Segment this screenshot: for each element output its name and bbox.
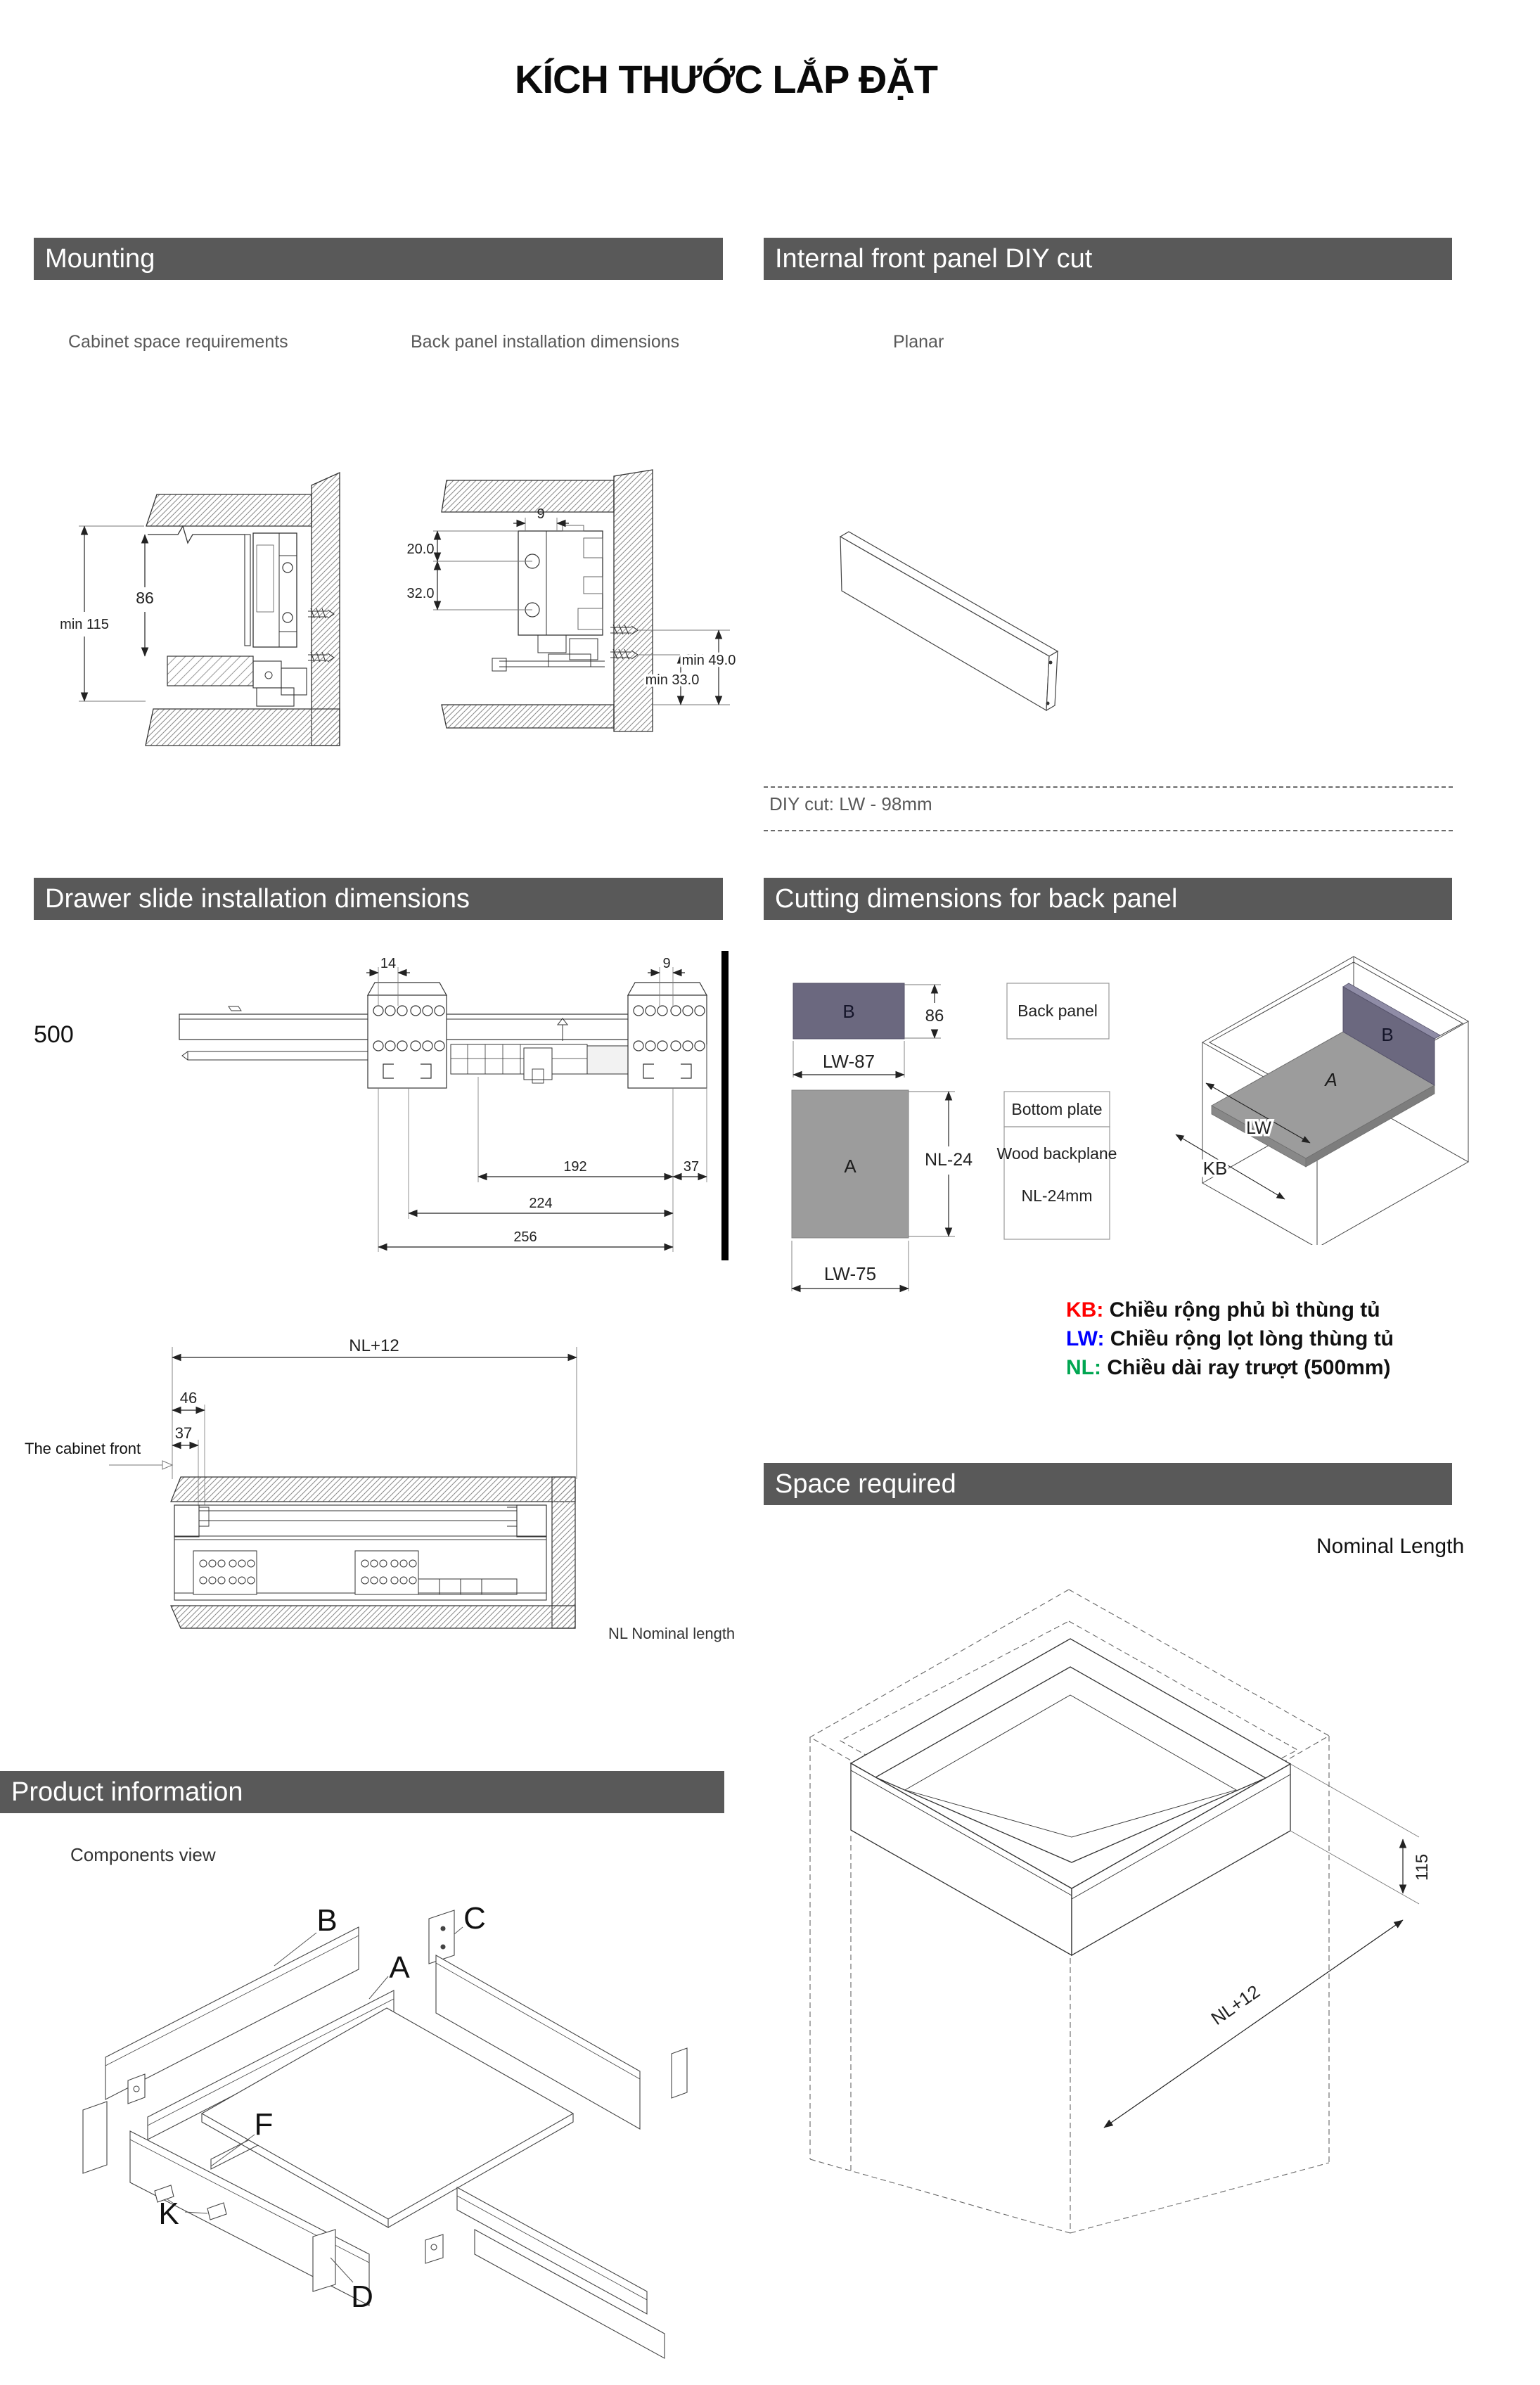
header-diy-cut: Internal front panel DIY cut <box>764 238 1452 280</box>
legend-key-kb: KB: <box>1066 1298 1104 1322</box>
dim-192: 192 <box>563 1159 586 1175</box>
dim-a-height: NL-24 <box>925 1150 973 1170</box>
iso-lw-label: LW <box>1246 1118 1271 1138</box>
dim-9: 9 <box>537 506 544 522</box>
legend-key-lw: LW: <box>1066 1327 1105 1350</box>
legend-desc-lw: Chiều rộng lọt lòng thùng tủ <box>1110 1327 1394 1350</box>
cabinet-space-drawing: min 115 86 <box>58 471 340 746</box>
part-label-b: B <box>316 1903 337 1938</box>
planar-panel-drawing <box>839 531 1059 712</box>
dim-37-front: 37 <box>175 1424 192 1442</box>
dim-nl12-front: NL+12 <box>349 1336 399 1355</box>
part-label-k: K <box>158 2197 179 2231</box>
components-view-drawing: B C A F K D <box>82 1901 688 2359</box>
mount-bracket-rear <box>627 982 708 1089</box>
wood-backplane-label-2: NL-24mm <box>1022 1187 1093 1205</box>
cutting-panels-drawing: B 86 LW-87 Back panel A NL-24 LW-75 Bott… <box>791 983 1117 1293</box>
dim-b-height: 86 <box>925 1006 944 1025</box>
part-label-a: A <box>389 1950 410 1985</box>
part-panel-d <box>312 2229 336 2292</box>
dim-46: 46 <box>180 1389 197 1407</box>
dim-9b: 9 <box>662 956 670 971</box>
legend: KB: Chiều rộng phủ bì thùng tủ LW: Chiều… <box>1066 1296 1394 1382</box>
header-slide-dimensions: Drawer slide installation dimensions <box>34 878 723 920</box>
dim-86: 86 <box>136 589 154 607</box>
page-title: KÍCH THƯỚC LẮP ĐẶT <box>515 57 938 101</box>
cabinet-front-drawing: NL+12 46 37 The cabinet front <box>25 1334 577 1629</box>
dim-32: 32.0 <box>407 586 435 601</box>
part-clip-k1 <box>154 2185 174 2203</box>
dim-min49: min 49.0 <box>682 653 736 668</box>
dim-256: 256 <box>513 1229 537 1245</box>
label-slide-length: 500 <box>34 1021 74 1048</box>
iso-kb-label: KB <box>1203 1158 1228 1179</box>
back-panel-install-drawing: 9 20.0 32.0 min 49.0 min 33.0 <box>407 469 738 732</box>
dim-14: 14 <box>380 956 396 971</box>
header-product-information: Product information <box>0 1771 724 1813</box>
dim-min33: min 33.0 <box>646 672 700 688</box>
part-side-panel-b <box>105 1926 359 2100</box>
part-label-d: D <box>351 2280 373 2314</box>
dim-224: 224 <box>529 1196 552 1211</box>
part-bracket-c <box>428 1910 455 1964</box>
dashed-rule-bottom <box>764 830 1453 831</box>
legend-desc-nl: Chiều dài ray trượt (500mm) <box>1107 1356 1391 1379</box>
part-front-panel-f <box>129 2130 370 2306</box>
legend-row-kb: KB: Chiều rộng phủ bì thùng tủ <box>1066 1296 1394 1324</box>
label-back-panel: Back panel installation dimensions <box>411 332 680 352</box>
bottom-plate-box-label: Bottom plate <box>1011 1100 1102 1118</box>
cutting-iso-drawing: B A LW KB <box>1175 956 1470 1245</box>
note-nl-nominal-length: NL Nominal length <box>608 1625 736 1642</box>
wood-backplane-label-1: Wood backplane <box>997 1144 1117 1163</box>
header-mounting: Mounting <box>34 238 723 280</box>
back-panel-box-label: Back panel <box>1018 1002 1098 1020</box>
cabinet-front-label: The cabinet front <box>25 1440 141 1457</box>
part-label-f: F <box>255 2107 274 2142</box>
dim-b-width: LW-87 <box>823 1051 875 1072</box>
header-cutting-dimensions: Cutting dimensions for back panel <box>764 878 1452 920</box>
panel-b-label: B <box>842 1001 854 1022</box>
panel-b <box>793 983 905 1040</box>
part-clip-k2 <box>207 2202 227 2220</box>
legend-desc-kb: Chiều rộng phủ bì thùng tủ <box>1109 1298 1380 1322</box>
panel-a <box>791 1089 909 1239</box>
note-diy-cut: DIY cut: LW - 98mm <box>769 793 932 814</box>
iso-a-label: A <box>1323 1069 1337 1090</box>
panel-a-label: A <box>844 1156 856 1177</box>
legend-row-nl: NL: Chiều dài ray trượt (500mm) <box>1066 1353 1394 1382</box>
label-planar: Planar <box>893 332 944 352</box>
dim-20: 20.0 <box>407 542 435 557</box>
dim-115: 115 <box>1413 1854 1432 1881</box>
space-required-drawing: 115 NL+12 <box>809 1589 1432 2234</box>
label-nominal-length: Nominal Length <box>1316 1535 1465 1558</box>
column-divider <box>721 951 729 1260</box>
dim-nl12-space: NL+12 <box>1207 1981 1264 2029</box>
label-cabinet-space: Cabinet space requirements <box>68 332 288 352</box>
dim-min115: min 115 <box>60 617 109 632</box>
part-label-c: C <box>463 1901 486 1936</box>
header-space-required: Space required <box>764 1463 1452 1505</box>
drawer-slide-drawing: 14 9 192 37 224 256 <box>179 956 708 1252</box>
dashed-rule-top <box>764 786 1453 788</box>
dim-a-width: LW-75 <box>824 1263 876 1284</box>
iso-b-label: B <box>1381 1024 1393 1045</box>
label-components-view: Components view <box>70 1844 216 1865</box>
part-back-panel <box>435 1955 641 2130</box>
dim-37: 37 <box>684 1159 699 1175</box>
legend-key-nl: NL: <box>1066 1356 1101 1379</box>
mount-bracket-front <box>366 982 448 1089</box>
legend-row-lw: LW: Chiều rộng lọt lòng thùng tủ <box>1066 1324 1394 1353</box>
